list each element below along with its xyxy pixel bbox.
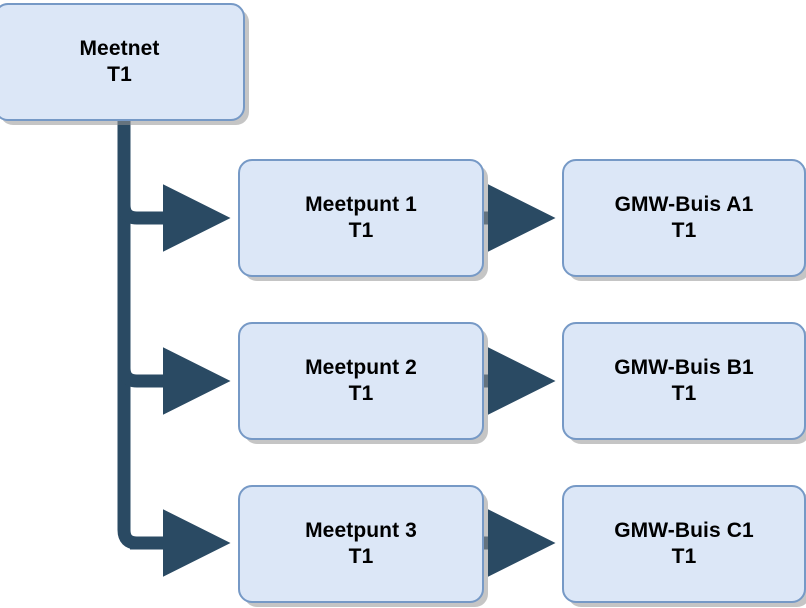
node-gmw-buis-c1[interactable]: GMW-Buis C1 T1 [562,485,806,603]
node-gmw-buis-b1[interactable]: GMW-Buis B1 T1 [562,322,806,440]
node-meetpunt-2-tag: T1 [348,382,374,405]
edge-meetnet-trunk [117,119,138,550]
node-meetpunt-2-name: Meetpunt 2 [305,356,417,380]
node-meetnet-name: Meetnet [79,37,160,61]
node-gmw-buis-b1-tag: T1 [671,382,697,405]
edge-meetnet-to-meetpunt-2 [117,347,231,415]
edge-meetnet-to-meetpunt-1 [117,184,231,252]
node-gmw-buis-c1-tag: T1 [671,545,697,568]
node-meetpunt-1[interactable]: Meetpunt 1 T1 [238,159,484,277]
node-meetpunt-1-tag: T1 [348,219,374,242]
node-meetpunt-1-name: Meetpunt 1 [305,193,417,217]
node-meetpunt-2[interactable]: Meetpunt 2 T1 [238,322,484,440]
node-meetpunt-3-name: Meetpunt 3 [305,519,417,543]
node-meetnet[interactable]: Meetnet T1 [0,3,245,121]
node-meetnet-tag: T1 [107,63,132,86]
node-meetpunt-3[interactable]: Meetpunt 3 T1 [238,485,484,603]
node-gmw-buis-a1[interactable]: GMW-Buis A1 T1 [562,159,806,277]
node-meetpunt-3-tag: T1 [348,545,374,568]
node-gmw-buis-c1-name: GMW-Buis C1 [614,519,754,543]
node-gmw-buis-a1-tag: T1 [671,219,697,242]
node-gmw-buis-b1-name: GMW-Buis B1 [614,356,754,380]
node-gmw-buis-a1-name: GMW-Buis A1 [614,193,754,217]
